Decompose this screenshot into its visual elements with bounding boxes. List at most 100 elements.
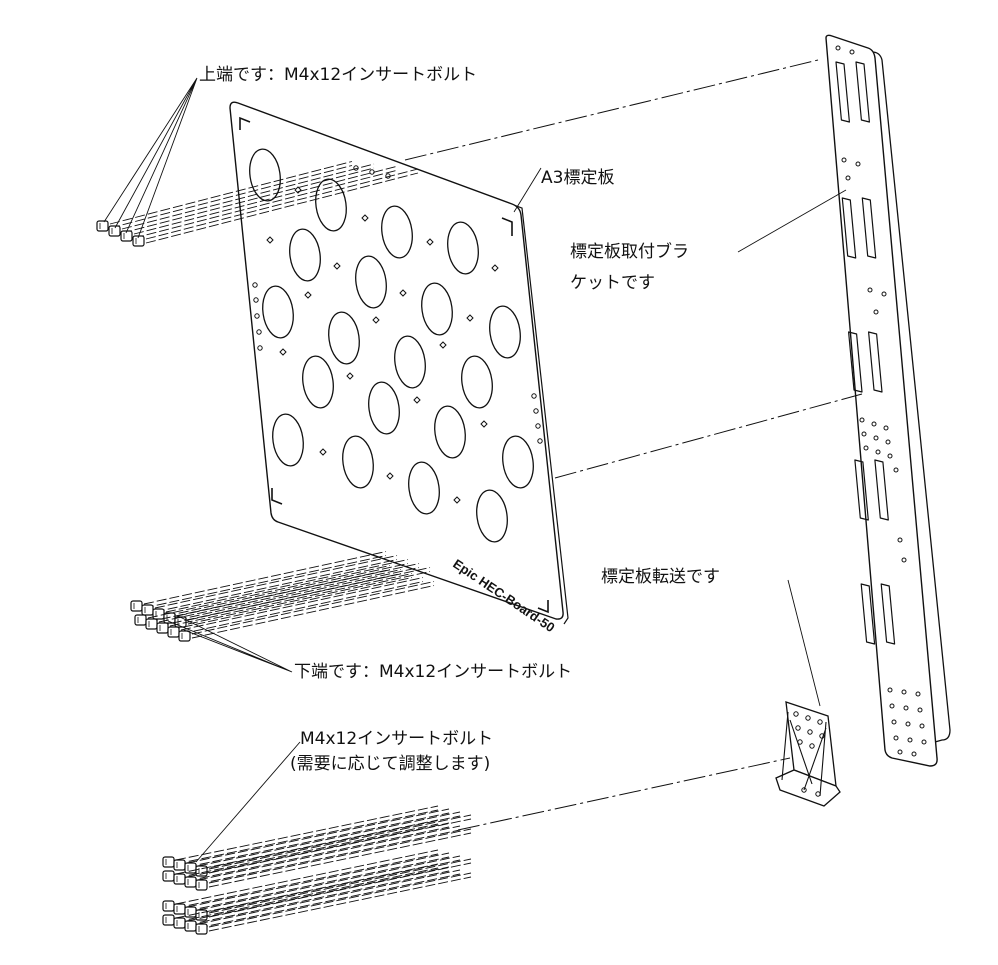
- bolt-shank: [208, 818, 472, 874]
- bracket-slot: [860, 583, 876, 645]
- board-hole: [489, 305, 521, 359]
- insert-bolt: [195, 872, 472, 935]
- bolt-head: [173, 903, 186, 915]
- plate-hole: [805, 715, 811, 721]
- alignment-mark: [361, 214, 369, 222]
- edge-hole: [257, 345, 263, 351]
- bolt-head: [134, 614, 147, 626]
- insert-bolt: [96, 161, 353, 232]
- bolt-shank: [175, 809, 439, 865]
- bolt-shank: [197, 859, 461, 915]
- alignment-mark: [466, 314, 474, 322]
- board-hole: [249, 148, 281, 202]
- label-bottom-bolts: 下端です：M4x12インサートボルト: [294, 662, 573, 682]
- edge-hole: [256, 329, 262, 335]
- bolt-shank: [176, 567, 420, 621]
- bracket-slot: [854, 459, 869, 521]
- label-adjust-bolts-line1: M4x12インサートボルト: [300, 729, 494, 749]
- bolt-shank: [186, 856, 450, 912]
- bolt-shank: [158, 573, 402, 627]
- bolt-shank: [208, 862, 472, 918]
- bolt-shank: [197, 873, 461, 929]
- bolt-shank: [186, 812, 450, 868]
- bracket-slot: [841, 197, 857, 259]
- bolt-shank: [169, 577, 413, 631]
- bracket-hole: [835, 45, 841, 51]
- bolt-shank: [186, 822, 450, 878]
- bolt-shank: [109, 161, 353, 225]
- bolt-shank: [186, 866, 450, 922]
- bracket-hole: [919, 723, 925, 729]
- bolt-shank: [175, 805, 439, 861]
- board-hole: [476, 489, 508, 543]
- insert-bolt: [120, 166, 397, 242]
- alignment-mark: [333, 262, 341, 270]
- insert-bolt: [173, 852, 450, 915]
- bolt-shank: [165, 559, 409, 613]
- plate-hole: [793, 711, 799, 717]
- edge-hole: [537, 438, 543, 444]
- label-adjust-bolts-line2: (需要に応じて調整します): [290, 754, 491, 774]
- bracket-hole: [917, 707, 923, 713]
- board-corner-marks: [239, 116, 549, 614]
- bolt-shank: [147, 569, 391, 623]
- board-hole: [502, 435, 534, 489]
- alignment-mark: [413, 396, 421, 404]
- bolt-shank: [186, 808, 450, 864]
- insert-bolt: [184, 811, 461, 874]
- bolt-head: [167, 626, 180, 638]
- insert-bolt: [178, 581, 435, 642]
- plate-hole: [797, 739, 803, 745]
- board-hole: [408, 461, 440, 515]
- board-hole: [315, 178, 347, 232]
- bracket-hole: [887, 687, 893, 693]
- insert-bolt: [132, 168, 419, 247]
- insert-bolt: [162, 863, 439, 926]
- bolt-shank: [165, 563, 409, 617]
- alignment-mark: [491, 264, 499, 272]
- plate-hole: [795, 725, 801, 731]
- bolt-shank: [175, 819, 439, 875]
- bracket-hole: [861, 431, 867, 437]
- board-hole: [381, 205, 413, 259]
- bracket-hole: [901, 689, 907, 695]
- plate-hole: [817, 719, 823, 725]
- bolt-head: [184, 862, 197, 874]
- board-hole: [421, 282, 453, 336]
- board-hole: [262, 285, 294, 339]
- bolt-head: [152, 608, 165, 620]
- bracket-hole: [871, 421, 877, 427]
- insert-bolt: [173, 822, 450, 885]
- bolt-shank: [175, 823, 439, 879]
- plate-hole: [809, 743, 815, 749]
- bolt-shank: [186, 826, 450, 882]
- bolt-shank: [208, 872, 472, 928]
- bracket-hole: [911, 751, 917, 757]
- bolt-shank: [175, 863, 439, 919]
- alignment-mark: [304, 291, 312, 299]
- bolt-shank: [208, 876, 472, 932]
- bracket-hole: [907, 737, 913, 743]
- board-hole: [302, 355, 334, 409]
- bolt-shank: [175, 867, 439, 923]
- bolt-head: [145, 618, 158, 630]
- insert-bolt: [130, 551, 387, 612]
- bracket-hole: [875, 449, 881, 455]
- board-hole: [394, 335, 426, 389]
- transfer-plate-gusset: [781, 711, 827, 797]
- alignment-mark: [266, 236, 274, 244]
- adjust-bolt-group: [162, 805, 472, 935]
- bolt-shank: [158, 569, 402, 623]
- label-bracket-line1: 標定板取付ブラ: [570, 242, 689, 262]
- edge-hole: [533, 408, 539, 414]
- label-bracket-line2: ケットです: [570, 273, 655, 293]
- bracket-hole: [889, 703, 895, 709]
- board-hole: [368, 381, 400, 435]
- board-hole: [272, 413, 304, 467]
- alignment-mark: [386, 472, 394, 480]
- bolt-shank: [154, 559, 398, 613]
- bracket-slot: [861, 197, 877, 259]
- alignment-mark: [346, 372, 354, 380]
- bracket-hole: [903, 705, 909, 711]
- plate-hole: [801, 787, 807, 793]
